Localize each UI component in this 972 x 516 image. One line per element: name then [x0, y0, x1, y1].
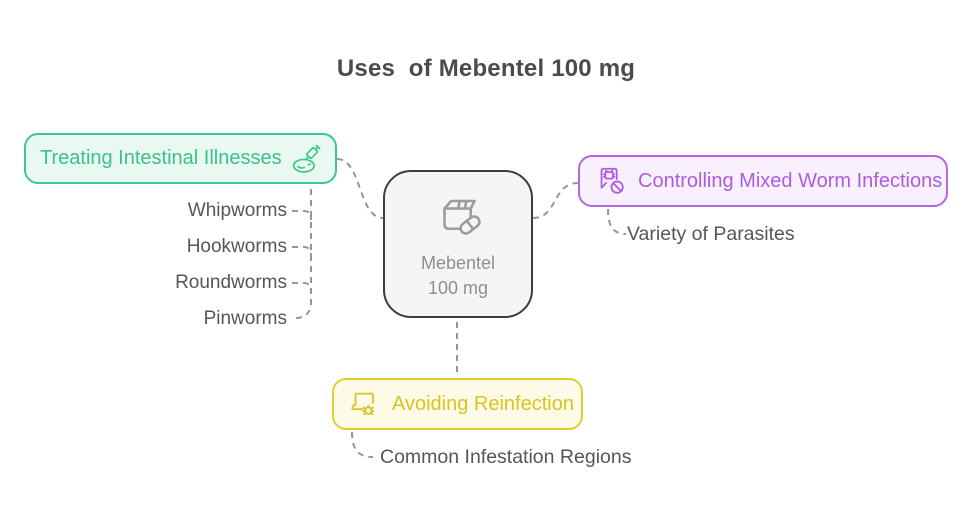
leaf-pinworms: Pinworms — [203, 308, 287, 329]
leaf-roundworms: Roundworms — [175, 272, 287, 293]
page-title: Uses of Mebentel 100 mg — [336, 55, 636, 82]
connector-hook-hookworms — [292, 246, 312, 257]
center-node-mebentel: Mebentel 100 mg — [383, 170, 533, 318]
connector-purple-to-child — [607, 208, 627, 235]
center-node-line2: 100 mg — [427, 277, 489, 298]
branch-label: Avoiding Reinfection — [392, 392, 574, 415]
connector-node-to-purple — [532, 182, 579, 219]
pill-package-icon — [431, 188, 485, 243]
branch-treating-intestinal-illnesses: Treating Intestinal Illnesses — [24, 133, 337, 184]
laptop-bug-icon — [348, 387, 382, 421]
branch-avoiding-reinfection: Avoiding Reinfection — [332, 378, 583, 430]
bug-document-icon — [594, 164, 628, 198]
leaf-variety-of-parasites: Variety of Parasites — [627, 223, 795, 245]
leaf-common-infestation-regions: Common Infestation Regions — [380, 446, 632, 468]
connector-green-to-node — [336, 158, 384, 219]
branch-label: Controlling Mixed Worm Infections — [638, 169, 943, 192]
connector-hook-roundworms — [292, 282, 312, 293]
leaf-whipworms: Whipworms — [187, 200, 287, 221]
center-node-label: Mebentel 100 mg — [421, 251, 495, 301]
center-node-line1: Mebentel — [420, 252, 496, 273]
connector-hook-whipworms — [292, 210, 312, 221]
branch-controlling-mixed-worm-infections: Controlling Mixed Worm Infections — [578, 155, 948, 207]
syringe-dish-icon — [291, 143, 323, 175]
connector-yellow-to-child — [351, 431, 374, 458]
leaf-hookworms: Hookworms — [186, 236, 287, 257]
connector-green-children-spine — [290, 189, 312, 320]
branch-label: Treating Intestinal Illnesses — [40, 147, 282, 169]
